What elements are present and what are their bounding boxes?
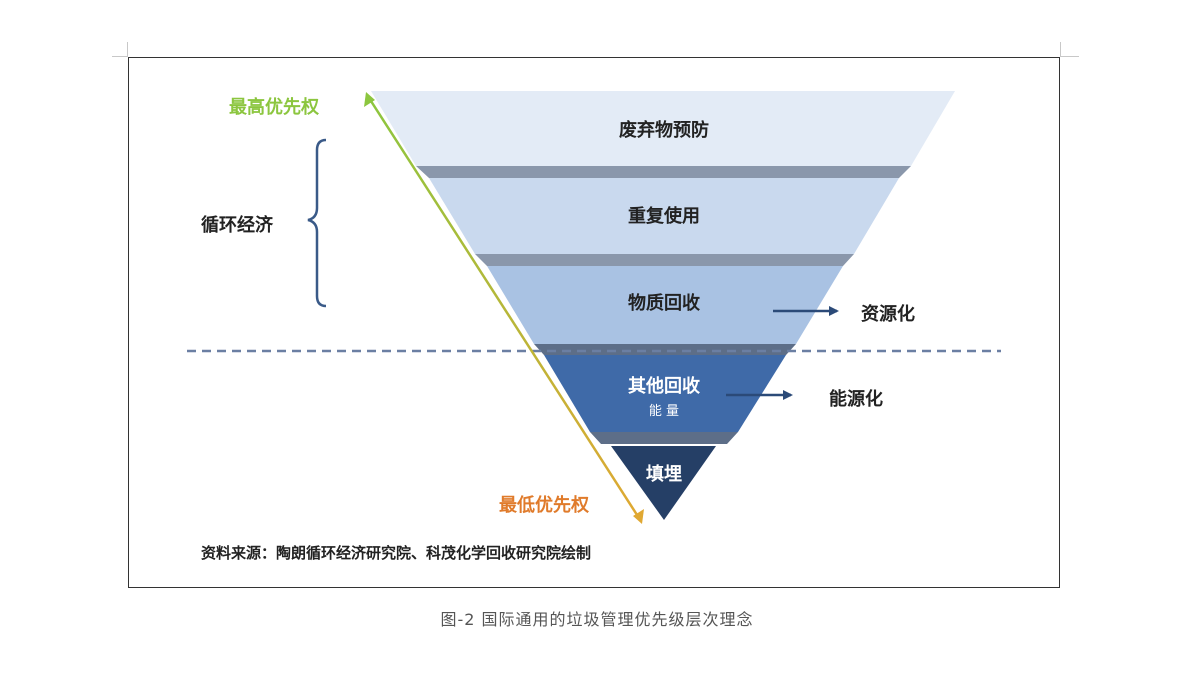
crop-mark-top-left-v — [127, 42, 128, 57]
tier-landfill-label: 填埋 — [646, 463, 682, 485]
highest-priority-label: 最高优先权 — [229, 96, 320, 118]
tier-landfill-face — [611, 446, 716, 520]
tier-waste-prevention: 废弃物预防 — [371, 91, 955, 166]
tier-separator-1 — [416, 166, 911, 178]
tier-material-recycling-label: 物质回收 — [628, 292, 700, 314]
circular-economy-label: 循环经济 — [201, 214, 274, 236]
source-note: 资料来源：陶朗循环经济研究院、科茂化学回收研究院绘制 — [201, 544, 591, 562]
lowest-priority-label: 最低优先权 — [499, 494, 590, 516]
tier-other-recovery-face — [544, 355, 786, 432]
tier-landfill: 填埋 — [611, 446, 716, 520]
priority-arrow-head-top — [364, 92, 375, 107]
tier-other-recovery-sublabel: 能 量 — [649, 404, 679, 419]
priority-arrow — [364, 92, 644, 524]
crop-mark-top-right-v — [1060, 42, 1061, 57]
tier-separator-3 — [534, 344, 796, 355]
tier-separator-4 — [590, 432, 738, 444]
resource-label: 资源化 — [861, 303, 915, 325]
circular-economy-brace — [307, 138, 327, 308]
crop-mark-top-left-h — [112, 56, 128, 57]
priority-arrow-head-bottom — [633, 509, 644, 524]
tier-other-recovery-label: 其他回收 — [628, 375, 700, 397]
tier-waste-prevention-label: 废弃物预防 — [619, 119, 709, 141]
figure-frame: 废弃物预防 重复使用 物质回收 其他回收 能 量 填埋 — [128, 57, 1060, 588]
tier-reuse: 重复使用 — [429, 178, 899, 254]
tier-other-recovery: 其他回收 能 量 — [544, 355, 786, 432]
crop-mark-top-right-h — [1061, 56, 1079, 57]
priority-arrow-shaft — [367, 97, 641, 519]
tier-waste-prevention-face — [371, 91, 955, 166]
energy-label: 能源化 — [829, 388, 883, 410]
tier-reuse-face — [429, 178, 899, 254]
waste-hierarchy-diagram: 废弃物预防 重复使用 物质回收 其他回收 能 量 填埋 — [187, 91, 1001, 562]
tier-separator-2 — [475, 254, 854, 266]
tier-reuse-label: 重复使用 — [628, 205, 700, 227]
tier-material-recycling-face — [487, 266, 843, 344]
figure-caption: 图-2 国际通用的垃圾管理优先级层次理念 — [440, 610, 754, 629]
tier-material-recycling: 物质回收 — [487, 266, 843, 344]
